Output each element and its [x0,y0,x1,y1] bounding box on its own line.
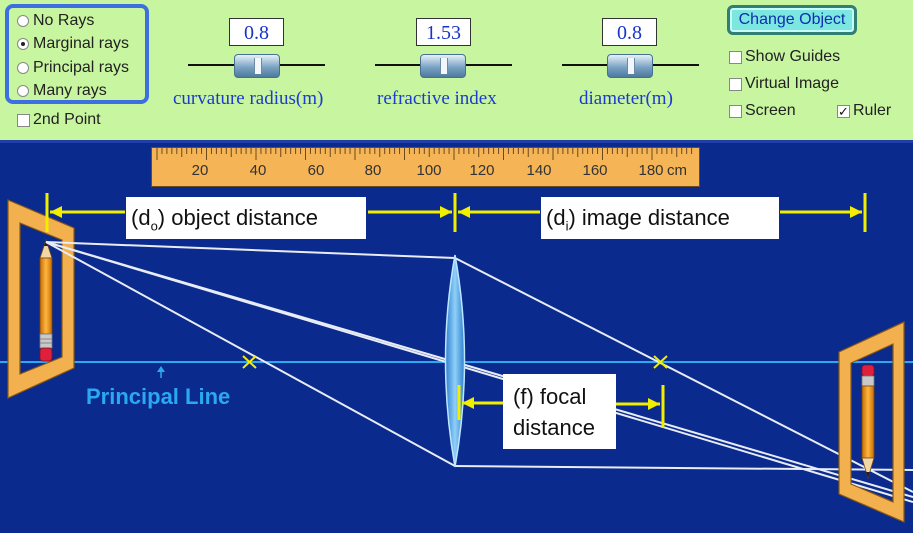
ruler-tick-label: 140 [526,162,551,179]
radio-button-icon[interactable] [17,85,29,97]
second-point-toggle[interactable]: 2nd Point [17,110,101,130]
curvature-radius-label: curvature radius(m) [173,88,324,109]
checkbox-icon[interactable] [729,50,742,64]
object-distance-label: (do) object distance [126,197,366,239]
show-guides-toggle[interactable]: Show Guides [729,47,840,67]
radio-no-rays[interactable]: No Rays [17,10,94,32]
ruler-toggle-label: Ruler [853,102,892,119]
radio-label: No Rays [33,12,95,29]
refractive-index-slider-thumb[interactable] [420,54,466,78]
radio-label: Marginal rays [33,35,130,52]
radio-label: Principal rays [33,59,130,76]
ruler-tick-label: 120 [469,162,494,179]
refractive-index-label: refractive index [377,88,497,109]
diameter-value[interactable]: 0.8 [602,18,657,46]
image-distance-indicator [458,193,867,232]
marginal-rays [45,241,913,503]
panel-divider [0,140,913,143]
radio-many-rays[interactable]: Many rays [17,80,107,102]
curvature-radius-value[interactable]: 0.8 [229,18,284,46]
diameter-slider-thumb[interactable] [607,54,653,78]
checkbox-icon[interactable] [729,77,742,91]
image-distance-label: (di) image distance [541,197,779,239]
radio-button-selected-icon[interactable] [17,38,29,50]
virtual-image-toggle[interactable]: Virtual Image [729,74,839,94]
checkbox-icon[interactable] [729,104,742,118]
change-object-button[interactable]: Change Object [727,5,857,35]
focal-point-marker [242,355,257,369]
ruler-unit-label: cm [667,162,687,179]
screen-label: Screen [745,102,796,119]
radio-label: Many rays [33,82,107,99]
radio-principal-rays[interactable]: Principal rays [17,57,129,79]
ruler-tick-label: 20 [192,162,209,179]
ruler-toggle[interactable]: ✓ Ruler [837,101,891,121]
focal-distance-label: (f) focal distance [503,374,616,449]
control-panel: No Rays Marginal rays Principal rays Man… [0,0,913,140]
refractive-index-value[interactable]: 1.53 [416,18,471,46]
image-frame [838,321,905,523]
ruler-tick-label: 60 [308,162,325,179]
radio-button-icon[interactable] [17,15,29,27]
curvature-radius-slider-thumb[interactable] [234,54,280,78]
focal-distance-indicator [457,385,665,428]
ruler-tick-label: 160 [582,162,607,179]
image-pencil [861,364,875,480]
screen-toggle[interactable]: Screen [729,101,796,121]
focal-point-marker [653,355,668,369]
diameter-label: diameter(m) [579,88,673,109]
radio-button-icon[interactable] [17,62,29,74]
checkbox-icon[interactable] [17,113,30,127]
object-pencil[interactable] [39,238,53,362]
ruler-tick-label: 80 [365,162,382,179]
object-distance-indicator [45,193,457,232]
show-guides-label: Show Guides [745,48,841,65]
convex-lens[interactable] [444,254,466,468]
object-frame[interactable] [7,199,75,399]
second-point-label: 2nd Point [33,111,101,128]
principal-line-label: Principal Line [86,384,231,409]
ray-mode-group: No Rays Marginal rays Principal rays Man… [5,4,149,104]
arrow-up-icon [157,366,165,372]
ruler-tick-label: 180 [638,162,663,179]
virtual-image-label: Virtual Image [745,75,839,92]
ruler-tick-label: 100 [416,162,441,179]
checkbox-checked-icon[interactable]: ✓ [837,103,850,119]
radio-marginal-rays[interactable]: Marginal rays [17,33,129,55]
ruler[interactable]: 20 40 60 80 100 120 140 160 180 cm [151,147,700,187]
ruler-tick-label: 40 [250,162,267,179]
ruler-scale: 20 40 60 80 100 120 140 160 180 cm [156,148,693,179]
